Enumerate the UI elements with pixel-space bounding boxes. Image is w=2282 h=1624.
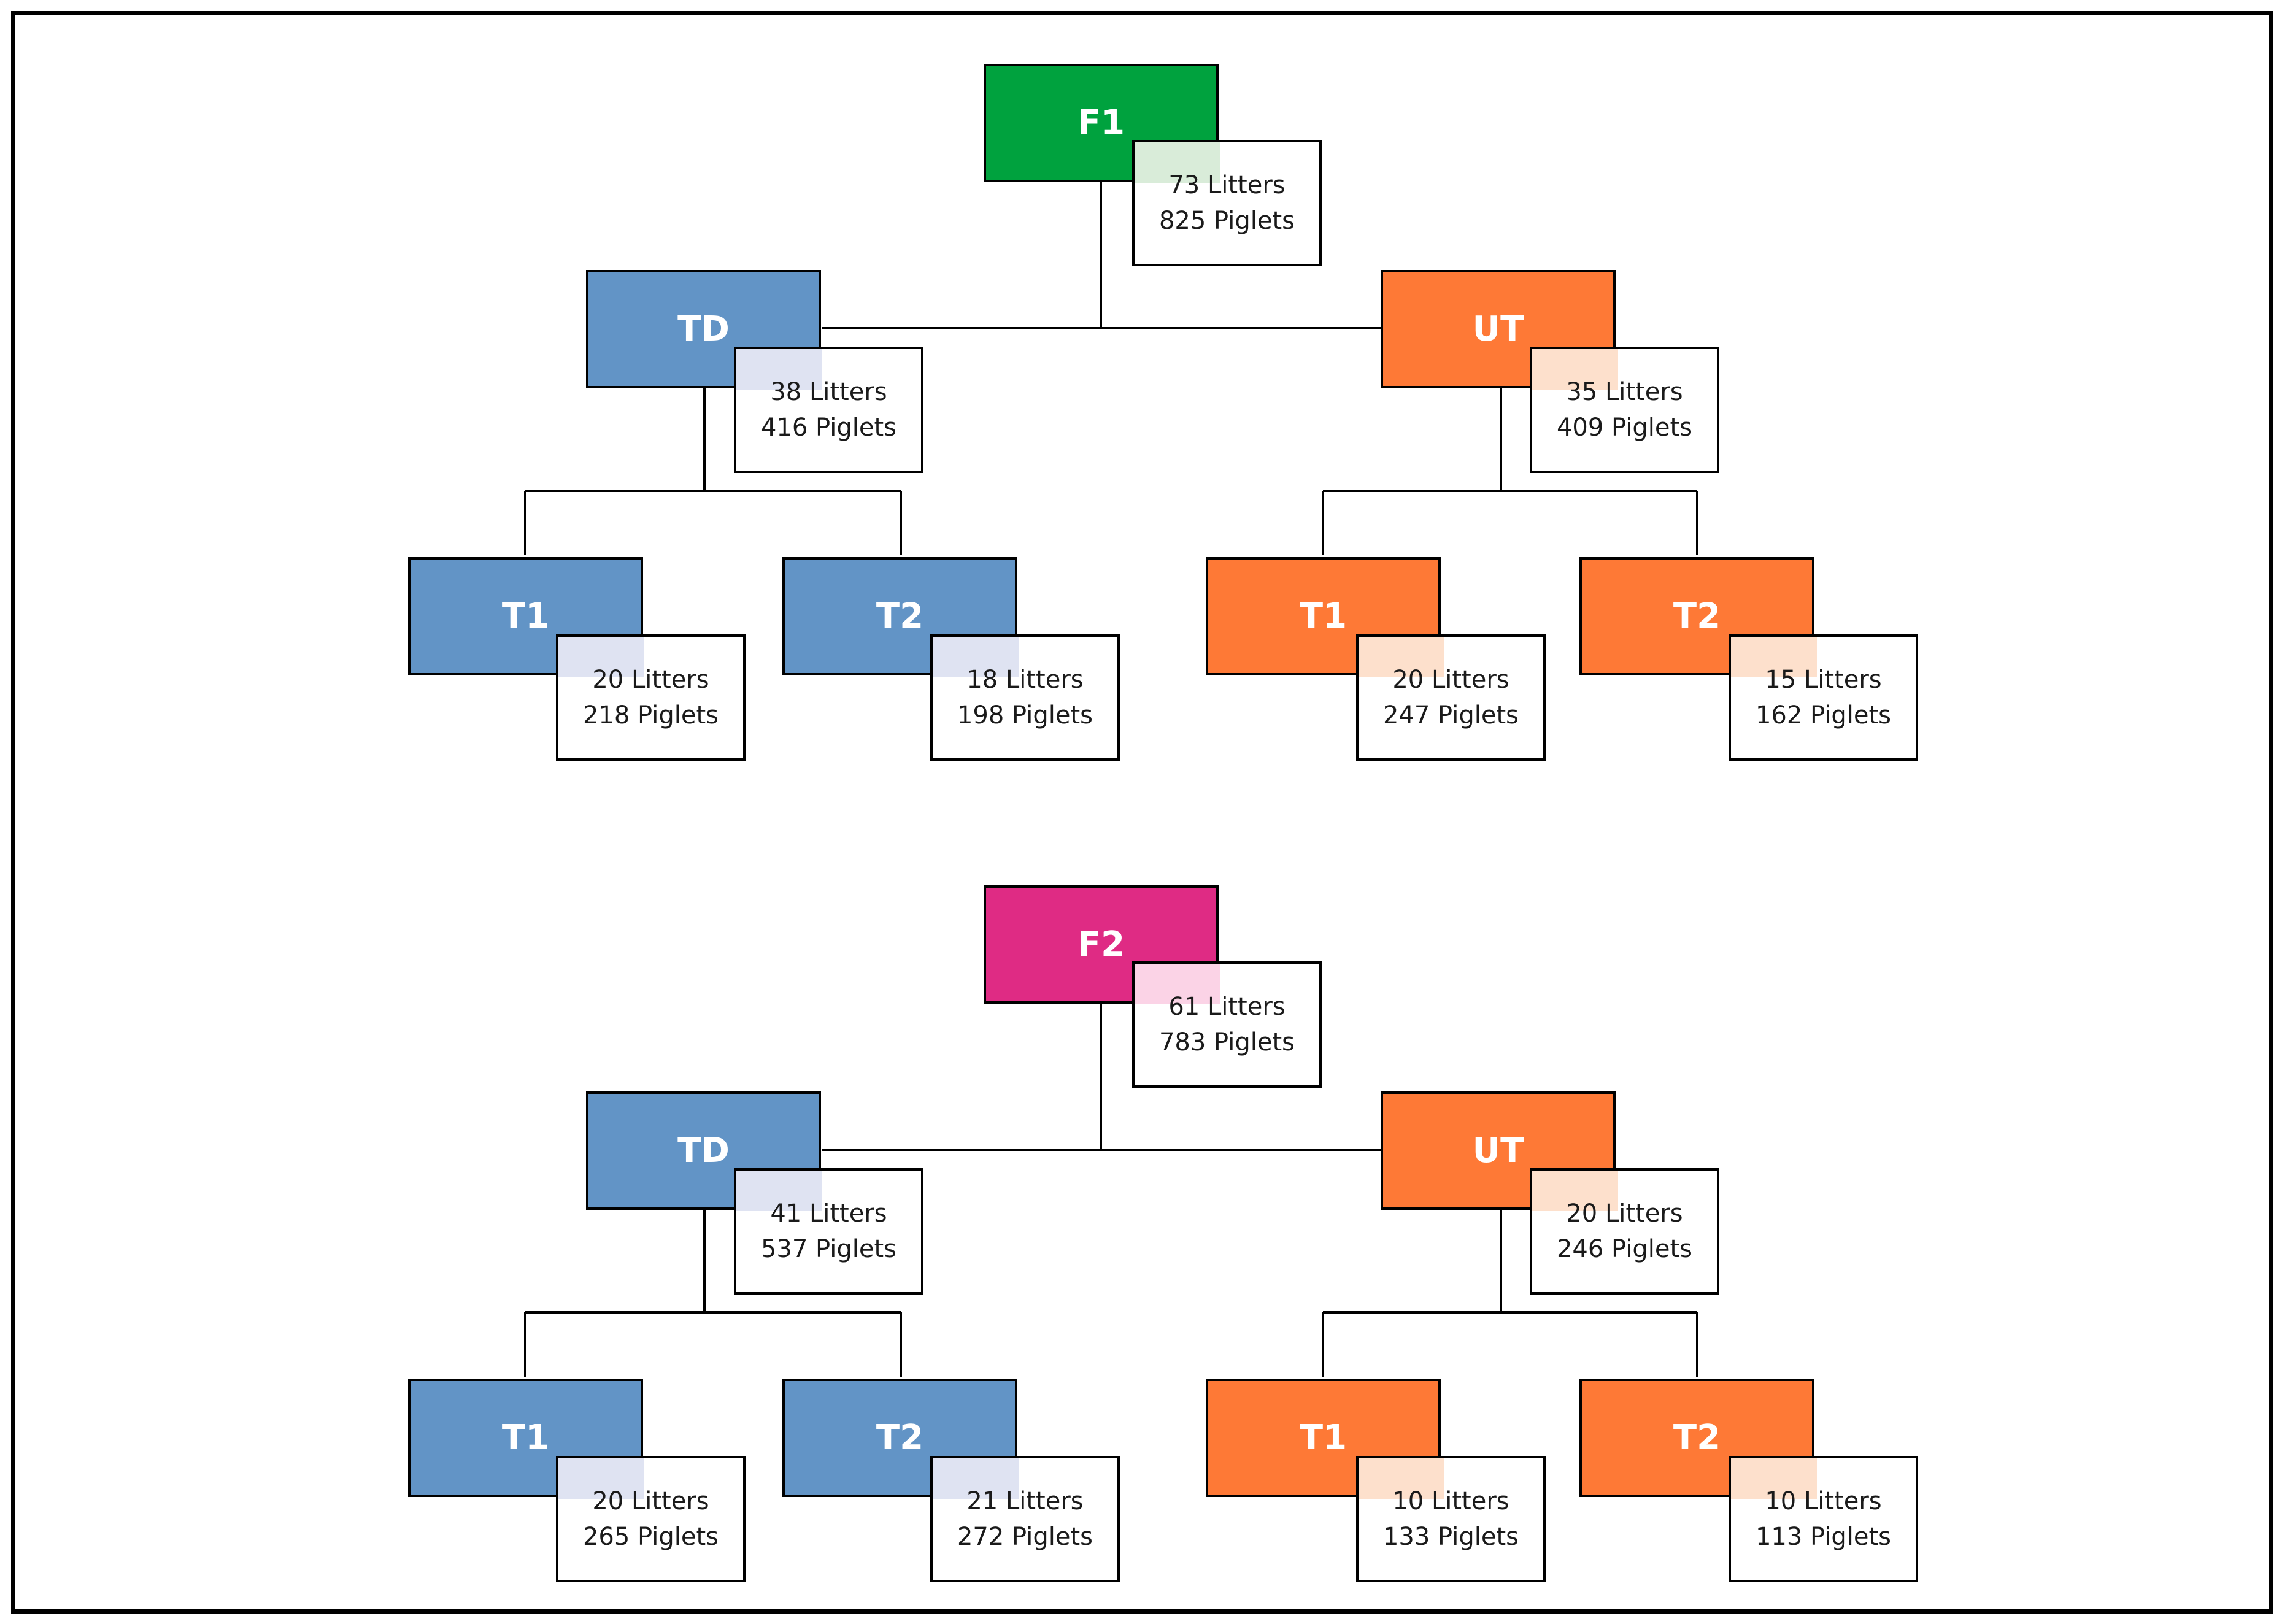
node-label: T2 [876,596,924,636]
litters-count: 21 Litters [966,1487,1084,1515]
piglets-count: 198 Piglets [957,701,1093,729]
overlap-shade [736,1171,822,1211]
stats-box-td: 41 Litters 537 Piglets [734,1168,923,1295]
tree-f1: F1 73 Litters 825 Piglets TD 38 Litters … [0,0,2282,779]
overlap-shade [1359,1458,1444,1499]
overlap-shade [933,1458,1019,1499]
overlap-shade [1532,349,1618,390]
litters-count: 20 Litters [592,1487,709,1515]
node-label: T1 [1299,1418,1347,1458]
node-label: F1 [1077,103,1125,143]
overlap-shade [736,349,822,390]
piglets-count: 272 Piglets [957,1523,1093,1551]
overlap-shade [933,637,1019,677]
overlap-shade [558,637,644,677]
stats-box-ut-t2: 15 Litters 162 Piglets [1729,634,1918,761]
litters-count: 18 Litters [966,666,1084,694]
piglets-count: 416 Piglets [760,414,897,442]
stats-box-f1: 73 Litters 825 Piglets [1132,140,1322,266]
overlap-shade [1135,142,1220,183]
tree-connectors [524,181,1698,555]
piglets-count: 537 Piglets [760,1235,897,1263]
litters-count: 20 Litters [1566,1199,1683,1228]
piglets-count: 113 Piglets [1755,1523,1892,1551]
node-label: T2 [876,1418,924,1458]
piglets-count: 162 Piglets [1755,701,1892,729]
piglets-count: 246 Piglets [1556,1235,1693,1263]
diagram-frame [11,11,2273,1614]
node-label: UT [1472,1131,1524,1171]
litters-count: 20 Litters [592,666,709,694]
litters-count: 61 Litters [1168,993,1286,1021]
litters-count: 35 Litters [1566,378,1683,406]
stats-box-ut-t1: 10 Litters 133 Piglets [1356,1456,1546,1582]
node-label: T1 [501,596,550,636]
overlap-shade [1532,1171,1618,1211]
overlap-shade [1731,1458,1817,1499]
litters-count: 20 Litters [1392,666,1509,694]
tree-connectors [524,1002,1698,1377]
node-label: F2 [1077,925,1125,964]
stats-box-ut-t1: 20 Litters 247 Piglets [1356,634,1546,761]
litters-count: 38 Litters [770,378,887,406]
overlap-shade [1731,637,1817,677]
overlap-shade [1135,964,1220,1004]
litters-count: 73 Litters [1168,171,1286,199]
stats-box-f2: 61 Litters 783 Piglets [1132,961,1322,1088]
litters-count: 10 Litters [1392,1487,1509,1515]
piglets-count: 265 Piglets [582,1523,719,1551]
overlap-shade [1359,637,1444,677]
piglets-count: 783 Piglets [1158,1028,1295,1056]
node-f2: F2 [984,885,1219,1004]
tree-f2: F2 61 Litters 783 Piglets TD 41 Litters … [0,822,2282,1601]
litters-count: 10 Litters [1765,1487,1882,1515]
node-f1: F1 [984,64,1219,182]
node-label: UT [1472,309,1524,349]
piglets-count: 247 Piglets [1382,701,1519,729]
stats-box-ut: 35 Litters 409 Piglets [1530,347,1719,473]
node-label: T2 [1673,1418,1721,1458]
piglets-count: 825 Piglets [1158,207,1295,235]
stats-box-td-t2: 21 Litters 272 Piglets [930,1456,1120,1582]
stats-box-td-t1: 20 Litters 265 Piglets [556,1456,746,1582]
piglets-count: 218 Piglets [582,701,719,729]
piglets-count: 409 Piglets [1556,414,1693,442]
node-label: T1 [1299,596,1347,636]
litters-count: 41 Litters [770,1199,887,1228]
stats-box-ut-t2: 10 Litters 113 Piglets [1729,1456,1918,1582]
overlap-shade [558,1458,644,1499]
litters-count: 15 Litters [1765,666,1882,694]
node-label: TD [677,309,730,349]
stats-box-ut: 20 Litters 246 Piglets [1530,1168,1719,1295]
stats-box-td-t1: 20 Litters 218 Piglets [556,634,746,761]
node-label: T1 [501,1418,550,1458]
node-label: TD [677,1131,730,1171]
piglets-count: 133 Piglets [1382,1523,1519,1551]
stats-box-td-t2: 18 Litters 198 Piglets [930,634,1120,761]
node-label: T2 [1673,596,1721,636]
stats-box-td: 38 Litters 416 Piglets [734,347,923,473]
